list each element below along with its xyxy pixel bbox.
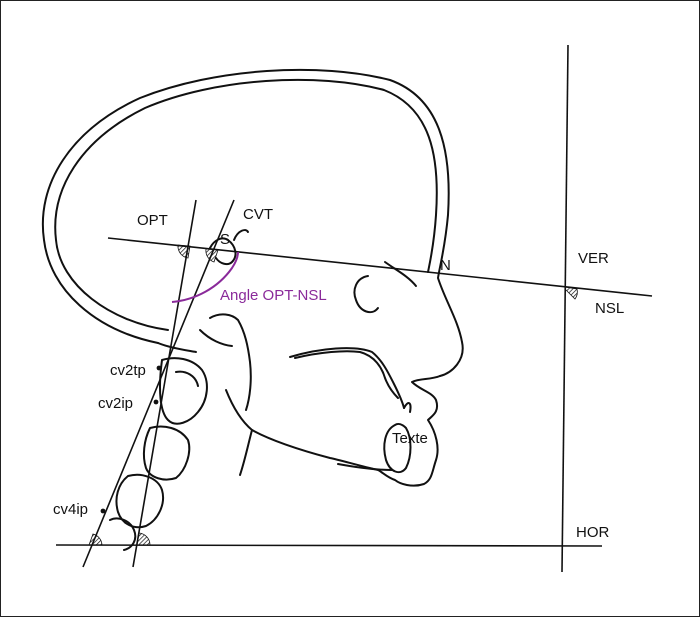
nsl-line xyxy=(107,237,653,297)
occiput-curve xyxy=(157,342,197,353)
cv4ip-point xyxy=(100,508,106,514)
angle-marker-ver-nsl xyxy=(564,286,578,300)
label-s: S xyxy=(220,231,230,248)
ver-line xyxy=(561,44,569,573)
label-nsl: NSL xyxy=(595,300,624,317)
opt-line xyxy=(132,199,197,568)
skull-outer-outline xyxy=(41,68,464,377)
label-cvt: CVT xyxy=(243,206,273,223)
vertebra-c2-process xyxy=(175,370,199,387)
chin-outline xyxy=(383,423,412,474)
vertebra-c2 xyxy=(159,357,208,425)
face-profile xyxy=(225,375,441,487)
mandible-ramus xyxy=(209,313,252,411)
mandible-outline xyxy=(289,347,405,409)
cv2ip-point xyxy=(153,399,159,405)
lower-lip xyxy=(403,402,412,413)
mouth-line xyxy=(337,463,393,471)
angle-opt-nsl-arc xyxy=(171,251,239,303)
label-angle-opt-nsl: Angle OPT-NSL xyxy=(220,287,327,304)
label-cv2tp: cv2tp xyxy=(110,362,146,379)
skull-inner-outline xyxy=(54,78,438,331)
ear-outline xyxy=(353,275,379,314)
angle-marker-opt-hor xyxy=(136,532,151,546)
label-ver: VER xyxy=(578,250,609,267)
cv2tp-point xyxy=(156,365,162,371)
label-cv2ip: cv2ip xyxy=(98,395,133,412)
vertebra-c3 xyxy=(142,425,191,481)
maxilla-outline xyxy=(294,350,399,399)
label-hor: HOR xyxy=(576,524,610,541)
angle-marker-opt-nsl xyxy=(177,244,191,259)
eye-socket xyxy=(384,261,417,287)
label-n: N xyxy=(440,257,451,274)
label-texte: Texte xyxy=(392,430,428,447)
label-opt: OPT xyxy=(137,212,168,229)
angle-marker-cvt-hor xyxy=(88,533,103,546)
vertebra-c4 xyxy=(115,473,164,529)
clinoid-process xyxy=(233,229,249,241)
vertebra-c5 xyxy=(109,517,137,551)
label-cv4ip: cv4ip xyxy=(53,501,88,518)
neck-front xyxy=(239,429,253,476)
angle-marker-cvt-nsl xyxy=(205,248,219,263)
cvt-line xyxy=(82,199,235,568)
jaw-angle xyxy=(199,329,233,347)
